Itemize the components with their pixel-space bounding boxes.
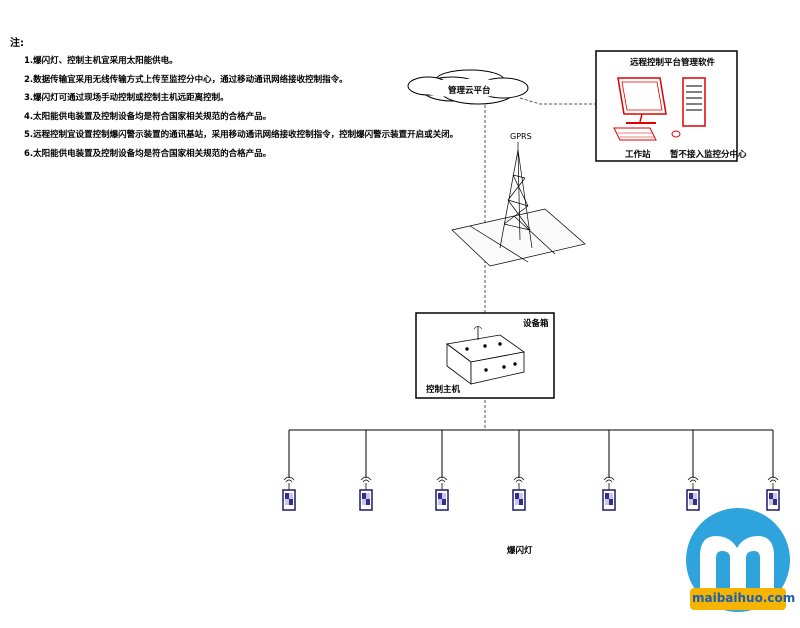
- logo-text-bg: [690, 588, 786, 610]
- remote-platform-title: 远程控制平台管理软件: [630, 58, 716, 68]
- cloud-icon: [407, 69, 529, 105]
- flash-light-icon: [435, 476, 449, 511]
- remote-platform-box: [595, 50, 738, 162]
- gprs-label: GPRS: [510, 132, 532, 141]
- flash-light-icon: [686, 476, 700, 511]
- notes-list: 1.爆闪灯、控制主机宜采用太阳能供电。 2.数据传输宜采用无线传输方式上传至监控…: [24, 52, 458, 163]
- dashed-cloud-to-remote-link: [519, 97, 596, 105]
- flash-light-icon: [512, 476, 526, 511]
- equipment-box-label: 设备箱: [523, 319, 549, 329]
- control-host-icon: [446, 326, 526, 385]
- control-host-label: 控制主机: [426, 385, 461, 395]
- flash-light-icon: [359, 476, 373, 511]
- note-item: 2.数据传输宜采用无线传输方式上传至监控分中心，通过移动通讯网络接收控制指令。: [24, 74, 348, 85]
- note-item: 4.太阳能供电装置及控制设备均是符合国家相关规范的合格产品。: [24, 111, 272, 122]
- flash-light-icon: [602, 476, 616, 511]
- workstation-label: 工作站: [625, 150, 651, 160]
- note-item: 3.爆闪灯可通过现场手动控制或控制主机远距离控制。: [24, 93, 229, 103]
- cloud-label: 管理云平台: [448, 86, 491, 96]
- flash-light-icon: [282, 476, 296, 511]
- flash-lights: [282, 476, 780, 511]
- maibaihuo-logo: [686, 508, 790, 612]
- note-item: 6.太阳能供电装置及控制设备均是符合国家相关规范的合格产品。: [24, 148, 272, 159]
- gprs-tower-icon: [451, 142, 586, 267]
- distribution-lines: [288, 429, 774, 478]
- logo-text: maibaihuo.com: [692, 591, 796, 605]
- flash-light-icon: [766, 476, 780, 511]
- workstation-icon: [613, 77, 706, 141]
- notes-title: 注:: [10, 38, 24, 49]
- monitor-center-label: 暂不接入监控分中心: [670, 150, 747, 160]
- flash-light-label: 爆闪灯: [507, 546, 533, 556]
- logo-letter-m: [700, 536, 774, 590]
- note-item: 5.远程控制宜设置控制爆闪警示装置的通讯基站，采用移动通讯网络接收控制指令，控制…: [24, 130, 459, 140]
- note-item: 1.爆闪灯、控制主机宜采用太阳能供电。: [24, 56, 178, 66]
